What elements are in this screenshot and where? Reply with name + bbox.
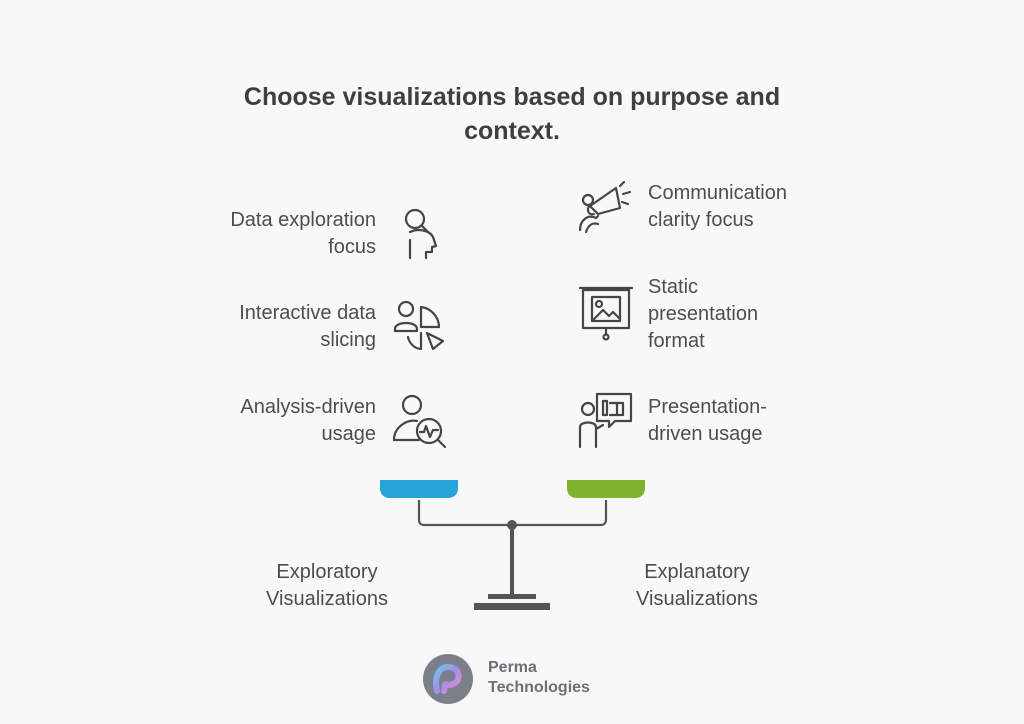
base <box>474 603 550 610</box>
label-line: Interactive data <box>239 302 376 324</box>
label-line: Analysis-driven <box>240 396 376 418</box>
person-pie-chart-icon <box>391 297 449 355</box>
label-line: clarity focus <box>648 209 754 231</box>
label-line: driven usage <box>648 423 763 445</box>
label-line: usage <box>321 423 377 445</box>
right-item-communication: Communication clarity focus <box>648 180 787 234</box>
right-pan <box>567 480 645 498</box>
person-magnifier-icon <box>391 393 449 449</box>
person-speech-bubble-icon <box>577 391 635 449</box>
exploratory-label: Exploratory Visualizations <box>252 559 402 613</box>
footer-brand: Perma Technologies <box>488 658 590 698</box>
label-line: Exploratory <box>276 561 378 583</box>
left-item-interactive-slicing: Interactive data slicing <box>239 300 376 354</box>
label-line: Presentation- <box>648 396 767 418</box>
pillar <box>510 525 514 595</box>
balance-scale <box>370 470 660 620</box>
right-item-presentation-driven: Presentation- driven usage <box>648 394 767 448</box>
left-pan <box>380 480 458 498</box>
label-line: format <box>648 330 705 352</box>
label-line: slicing <box>320 329 376 351</box>
explanatory-label: Explanatory Visualizations <box>622 559 772 613</box>
presentation-board-icon <box>578 285 634 343</box>
label-line: Visualizations <box>636 588 758 610</box>
right-item-static-presentation: Static presentation format <box>648 274 758 355</box>
person-head-search-icon <box>398 204 450 260</box>
label-line: Static <box>648 276 699 298</box>
perma-logo-icon <box>422 653 474 710</box>
label-line: presentation <box>648 303 759 325</box>
left-item-analysis-driven: Analysis-driven usage <box>240 394 376 448</box>
brand-line: Technologies <box>488 679 590 696</box>
label-line: Data exploration <box>230 209 376 231</box>
left-item-data-exploration: Data exploration focus <box>230 207 376 261</box>
label-line: Visualizations <box>266 588 388 610</box>
label-line: Communication <box>648 182 787 204</box>
base-top <box>488 594 536 599</box>
page-title: Choose visualizations based on purpose a… <box>243 83 781 145</box>
label-line: Explanatory <box>644 561 750 583</box>
label-line: focus <box>328 236 376 258</box>
megaphone-icon <box>576 178 634 236</box>
brand-line: Perma <box>488 659 537 676</box>
